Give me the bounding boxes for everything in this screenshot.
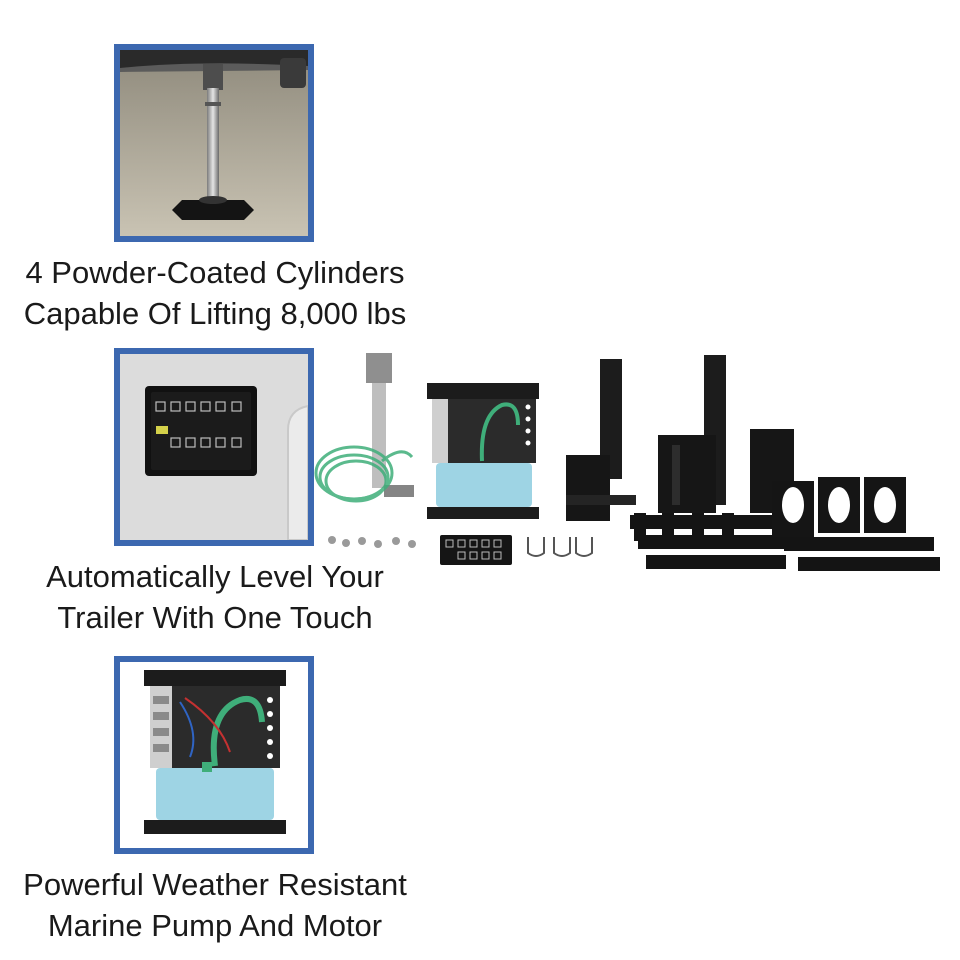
feature-caption-pump: Powerful Weather Resistant Marine Pump A… — [0, 864, 430, 946]
cylinder-photo-frame — [114, 44, 314, 242]
caption-line: Marine Pump And Motor — [47, 908, 383, 943]
caption-line: Powerful Weather Resistant — [23, 867, 407, 902]
caption-line: 4 Powder-Coated Cylinders — [25, 255, 405, 290]
leveling-kit-product-image — [312, 345, 952, 595]
touch-pad-icon — [120, 354, 308, 540]
pump-photo-frame — [114, 656, 314, 854]
caption-line: Capable Of Lifting 8,000 lbs — [23, 296, 407, 331]
feature-caption-auto-level: Automatically Level Your Trailer With On… — [0, 556, 430, 638]
caption-line: Automatically Level Your — [46, 559, 384, 594]
caption-line: Trailer With One Touch — [57, 600, 373, 635]
touchpad-photo-frame — [114, 348, 314, 546]
pump-unit-icon — [120, 662, 308, 848]
feature-caption-cylinders: 4 Powder-Coated Cylinders Capable Of Lif… — [0, 252, 430, 334]
leveling-jack-icon — [120, 50, 308, 236]
leveling-kit-icon — [314, 353, 940, 571]
